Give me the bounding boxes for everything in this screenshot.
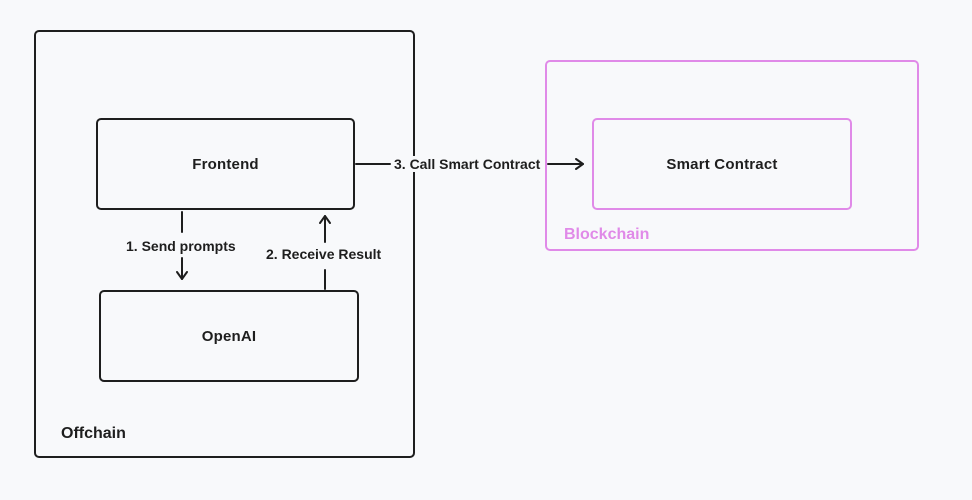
send-prompts-label: 1. Send prompts bbox=[126, 238, 236, 254]
receive-result-arrow[interactable] bbox=[319, 215, 331, 290]
blockchain-group-label: Blockchain bbox=[564, 226, 650, 243]
send-prompts-arrow[interactable] bbox=[176, 211, 188, 280]
offchain-group-label: Offchain bbox=[61, 425, 126, 442]
frontend-node-label: Frontend bbox=[192, 155, 259, 173]
frontend-node[interactable]: Frontend bbox=[96, 118, 355, 210]
smart-contract-node-label: Smart Contract bbox=[666, 155, 778, 173]
offchain-group[interactable] bbox=[34, 30, 415, 458]
receive-result-label: 2. Receive Result bbox=[266, 246, 382, 262]
call-contract-label: 3. Call Smart Contract bbox=[393, 156, 542, 172]
blockchain-group[interactable] bbox=[545, 60, 919, 251]
call-contract-arrow[interactable] bbox=[355, 158, 584, 170]
openai-node[interactable]: OpenAI bbox=[99, 290, 359, 382]
smart-contract-node[interactable]: Smart Contract bbox=[592, 118, 852, 210]
openai-node-label: OpenAI bbox=[201, 327, 257, 345]
